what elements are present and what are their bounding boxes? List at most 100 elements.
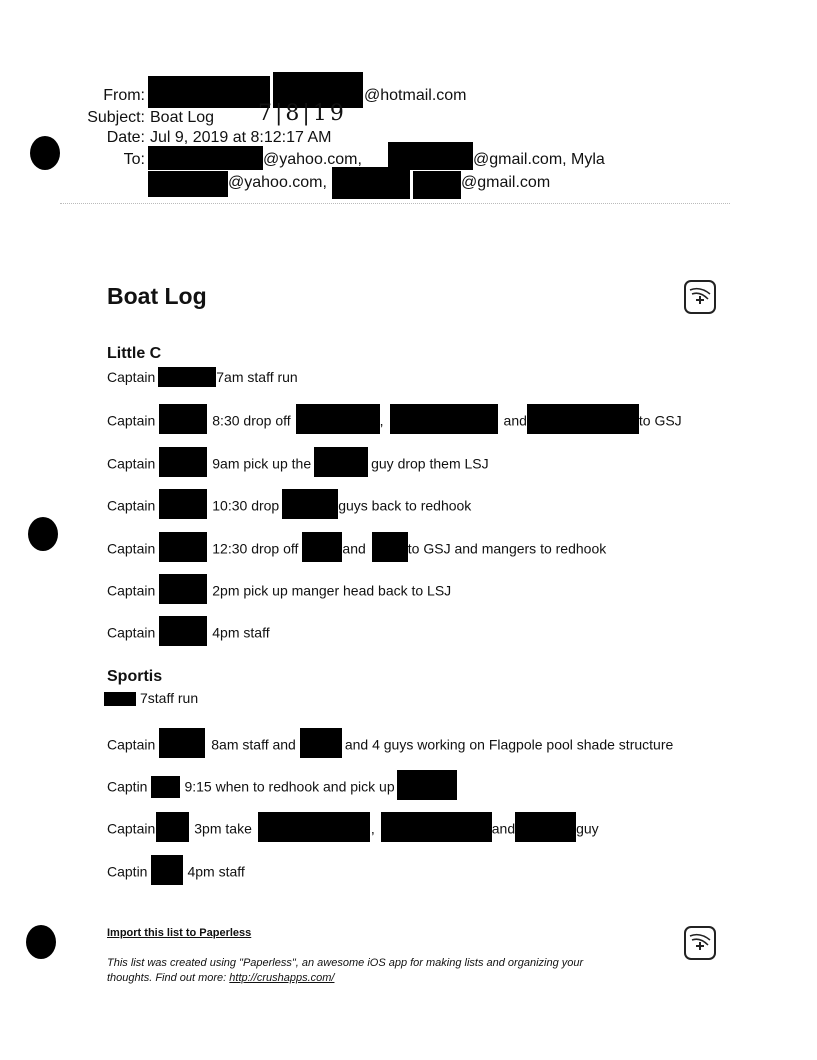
line-text: 9am pick up the	[212, 455, 312, 472]
line-text: Captain	[107, 582, 156, 599]
divider	[60, 203, 730, 204]
redaction	[159, 489, 208, 519]
line-text: Captin	[107, 778, 148, 795]
subject-label: Subject:	[87, 109, 145, 126]
line-text: 8:30 drop off	[212, 412, 291, 429]
redaction	[526, 404, 639, 434]
paperless-app-icon	[684, 280, 716, 314]
redaction	[151, 776, 181, 798]
punch-hole	[30, 136, 60, 170]
redaction	[257, 812, 370, 842]
line-text: and	[342, 540, 366, 557]
line-text: to GSJ and mangers to redhook	[407, 540, 607, 557]
redaction	[159, 532, 208, 562]
to-recipient: @yahoo.com,	[228, 174, 327, 191]
line-text: 4pm staff	[212, 624, 270, 641]
redaction	[159, 616, 208, 646]
line-text: 4pm staff	[187, 863, 245, 880]
redaction	[148, 146, 263, 170]
log-line: Captain 2pm pick up manger head back to L…	[107, 574, 452, 604]
redaction	[299, 728, 342, 758]
log-line: Captin 9:15 when to redhook and pick up	[107, 770, 457, 800]
from-value: @hotmail.com	[364, 87, 467, 104]
line-text: and 4 guys working on Flagpole pool shad…	[344, 736, 674, 753]
redaction	[158, 366, 217, 387]
line-text: and	[503, 412, 527, 429]
line-text: Captain	[107, 455, 156, 472]
log-line: Captain 3pm take, and guy	[107, 812, 599, 842]
line-text: 8am staff and	[211, 736, 296, 753]
redaction	[396, 770, 457, 800]
line-text: Captain	[107, 736, 156, 753]
to-recipient: @yahoo.com,	[263, 151, 362, 168]
redaction	[159, 574, 208, 604]
page-title: Boat Log	[107, 283, 207, 309]
footer-note: This list was created using "Paperless",…	[107, 956, 583, 986]
line-text: guy drop them LSJ	[371, 455, 489, 472]
redaction	[148, 171, 228, 197]
redaction	[515, 812, 577, 842]
redaction	[380, 812, 492, 842]
section-heading: Little C	[107, 345, 162, 362]
line-text: 10:30 drop	[212, 497, 280, 514]
handwritten-date: 7|8|19	[258, 101, 347, 126]
redaction	[388, 142, 473, 170]
line-text: 7am staff run	[216, 369, 298, 385]
log-line: Captain 7am staff run	[107, 366, 298, 387]
redaction	[104, 692, 136, 707]
punch-hole	[28, 517, 58, 551]
line-text: 9:15 when to redhook and pick up	[184, 778, 395, 795]
date-value: Jul 9, 2019 at 8:12:17 AM	[150, 129, 332, 146]
log-line: Captain 10:30 drop guys back to redhook	[107, 489, 472, 519]
section-heading: Sportis	[107, 668, 163, 685]
log-line: Captain 8am staff and and 4 guys working o…	[107, 728, 674, 758]
paperless-app-icon	[684, 926, 716, 960]
footer-note-line: This list was created using "Paperless",…	[107, 957, 584, 969]
line-text: Captin	[107, 863, 148, 880]
redaction	[156, 812, 190, 842]
redaction	[302, 532, 343, 562]
from-label: From:	[103, 87, 145, 104]
log-line: Captain 4pm staff	[107, 616, 270, 646]
redaction	[295, 404, 380, 434]
line-text: and	[491, 820, 516, 837]
redaction	[159, 728, 206, 758]
import-to-paperless-link[interactable]: Import this list to Paperless	[107, 927, 252, 939]
to-label: To:	[123, 151, 145, 168]
redaction	[371, 532, 408, 562]
line-text: 12:30 drop off	[212, 540, 299, 557]
to-recipient: @gmail.com	[461, 174, 551, 191]
redaction	[332, 167, 410, 199]
line-text: to GSJ	[638, 412, 682, 429]
punch-hole	[26, 925, 56, 959]
crushapps-link[interactable]: http://crushapps.com/	[229, 972, 335, 984]
redaction	[159, 447, 208, 477]
subject-value: Boat Log	[150, 109, 215, 126]
line-text: Captain	[107, 497, 156, 514]
log-line: 7staff run	[104, 689, 198, 707]
line-text: guy	[576, 820, 599, 837]
line-text: 7staff run	[140, 690, 199, 706]
line-text: ,	[379, 412, 384, 429]
redaction	[273, 72, 363, 108]
footer-note-text: thoughts. Find out more:	[107, 972, 230, 984]
redaction	[314, 447, 369, 477]
line-text: Captain	[107, 820, 156, 837]
line-text: 3pm take	[194, 820, 252, 837]
to-recipient: @gmail.com, Myla	[473, 151, 605, 168]
line-text: guys back to redhook	[338, 497, 472, 514]
redaction	[148, 76, 270, 108]
footer-note-line: thoughts. Find out more: http://crushapp…	[107, 971, 583, 986]
redaction	[151, 855, 184, 885]
line-text: Captain	[107, 624, 156, 641]
line-text: Captain	[107, 369, 156, 385]
line-text: Captain	[107, 412, 156, 429]
line-text: ,	[370, 820, 375, 837]
redaction	[413, 171, 461, 199]
redaction	[159, 404, 208, 434]
log-line: Captain 8:30 drop off, and to GSJ	[107, 404, 682, 434]
redaction	[282, 489, 339, 519]
line-text: 2pm pick up manger head back to LSJ	[212, 582, 452, 599]
